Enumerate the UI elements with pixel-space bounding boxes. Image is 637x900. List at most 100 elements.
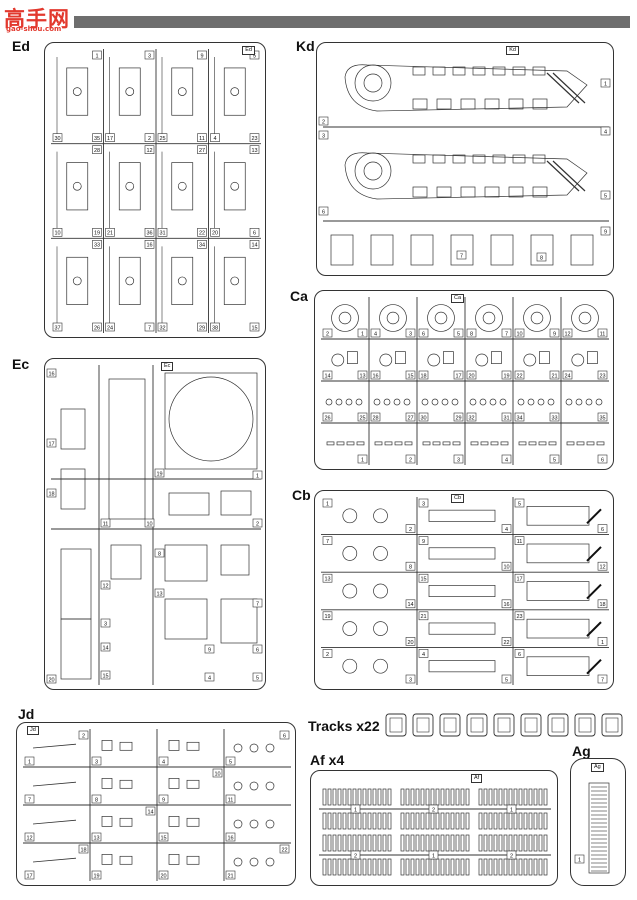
part-number-box: [144, 133, 155, 142]
part-number-box: [549, 454, 560, 464]
part-number: 28: [94, 148, 100, 154]
part-number-box: [597, 561, 608, 571]
part-track-tooth: [503, 834, 508, 852]
part-number: 26: [94, 325, 100, 331]
part-number-box: [144, 240, 155, 249]
part-number-box: [204, 672, 215, 682]
part-hub: [386, 311, 400, 325]
part-track-tooth: [430, 788, 435, 806]
part-number-box: [600, 126, 611, 136]
part-number: 30: [420, 415, 426, 421]
part-washer: [335, 398, 343, 406]
part-number-box: [158, 832, 169, 842]
part-number: 26: [324, 415, 330, 421]
part-track-tooth: [357, 812, 362, 830]
part-bracket: [532, 186, 548, 198]
part-track-tooth: [322, 812, 327, 830]
part-number-box: [212, 768, 223, 778]
part-roller: [523, 353, 537, 367]
part-number-box: [24, 794, 35, 804]
part-panel: [66, 67, 89, 116]
part-pin: [384, 441, 393, 446]
part-number-box: [318, 116, 329, 126]
part-track-tooth: [342, 788, 347, 806]
part-track-tooth: [523, 858, 528, 876]
part-number-box: [357, 412, 368, 422]
part-number-box: [405, 637, 416, 646]
part-number-box: [549, 370, 560, 380]
sprue-title-ca: Ca: [290, 288, 308, 304]
part-pin: [394, 441, 403, 446]
part-track-tooth: [425, 812, 430, 830]
site-logo[interactable]: 高手网 gao-shou.com: [4, 3, 76, 33]
part-track-tooth: [493, 788, 498, 806]
part-washer: [537, 398, 545, 406]
part-number: 15: [102, 673, 108, 679]
part-track-tooth: [518, 812, 523, 830]
part-number: 1: [604, 81, 607, 87]
track-link-pad: [470, 717, 484, 733]
part-stud: [125, 276, 135, 286]
part-number: 17: [516, 577, 522, 583]
part-track-tooth: [528, 834, 533, 852]
part-number-box: [597, 524, 608, 533]
part-number-box: [370, 328, 381, 338]
part-number: 17: [26, 873, 32, 879]
part-lamp: [249, 819, 259, 829]
part-number-box: [105, 133, 115, 142]
part-box: [164, 544, 208, 582]
part-number: 7: [601, 677, 604, 683]
part-pin: [442, 441, 451, 446]
part-track-tooth: [450, 834, 455, 852]
part-track-tooth: [478, 812, 483, 830]
part-number: 23: [516, 614, 522, 620]
part-track-tooth: [445, 788, 450, 806]
part-bracket: [472, 66, 486, 76]
part-number-box: [562, 370, 573, 380]
part-number-box: [597, 370, 608, 380]
part-lamp: [233, 781, 243, 791]
part-road-wheel: [373, 621, 388, 636]
part-number: 11: [103, 521, 109, 527]
part-cable: [586, 508, 602, 525]
part-track-tooth: [322, 858, 327, 876]
part-track-tooth: [362, 834, 367, 852]
part-track-tooth: [410, 858, 415, 876]
part-track-tooth: [337, 858, 342, 876]
part-number-box: [46, 674, 57, 684]
part-number: 18: [420, 373, 426, 379]
part-track-tooth: [508, 812, 513, 830]
part-pin: [528, 441, 537, 446]
track-link: [493, 713, 515, 737]
part-track-tooth: [410, 834, 415, 852]
part-number-box: [92, 50, 102, 60]
part-number: 25: [159, 136, 165, 142]
part-track-tooth: [518, 834, 523, 852]
part-pin: [452, 441, 461, 446]
part-number: 10: [503, 565, 509, 571]
part-number: 34: [199, 243, 205, 249]
part-block: [168, 492, 210, 516]
part-number-box: [501, 599, 512, 609]
part-track-tooth: [543, 834, 548, 852]
part-plate: [60, 618, 92, 680]
part-number-box: [157, 228, 168, 237]
part-number-box: [418, 370, 429, 380]
part-track-tooth: [327, 812, 332, 830]
part-number: 1: [326, 501, 329, 507]
part-number: 28: [372, 415, 378, 421]
part-fitting: [490, 234, 514, 266]
part-pin: [548, 441, 557, 446]
part-number: 11: [199, 136, 205, 142]
part-track-tooth: [420, 788, 425, 806]
part-wheel: [331, 304, 359, 332]
part-pin: [490, 441, 499, 446]
part-roller: [379, 353, 393, 367]
part-number-box: [252, 518, 263, 528]
part-number-box: [100, 518, 111, 528]
part-track-guide: [428, 547, 496, 560]
part-track-tooth: [478, 858, 483, 876]
